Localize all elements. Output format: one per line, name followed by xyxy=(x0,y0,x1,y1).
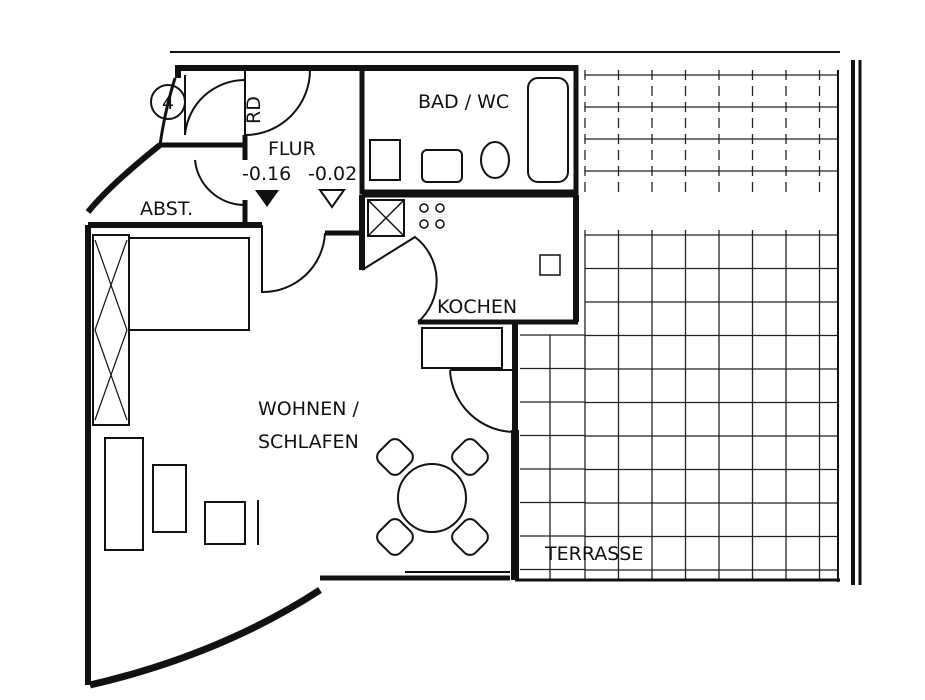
label-terrace: TERRASSE xyxy=(544,543,643,565)
level-marker-filled-icon xyxy=(255,190,279,207)
level-value-1: -0.16 xyxy=(242,163,291,185)
walls xyxy=(85,51,862,689)
label-hall: FLUR xyxy=(268,138,316,160)
stair-number: 4 xyxy=(162,92,174,114)
level-marker-open-icon xyxy=(318,189,346,209)
label-rd: RD xyxy=(243,96,265,124)
stair-symbol-icon xyxy=(150,84,186,120)
label-living-2: SCHLAFEN xyxy=(258,431,359,453)
label-kitchen: KOCHEN xyxy=(437,296,517,318)
label-bath: BAD / WC xyxy=(418,91,509,113)
label-storage: ABST. xyxy=(140,198,193,220)
level-value-2: -0.02 xyxy=(308,163,357,185)
terrace-tiles xyxy=(520,70,838,580)
label-living-1: WOHNEN / xyxy=(258,398,359,420)
